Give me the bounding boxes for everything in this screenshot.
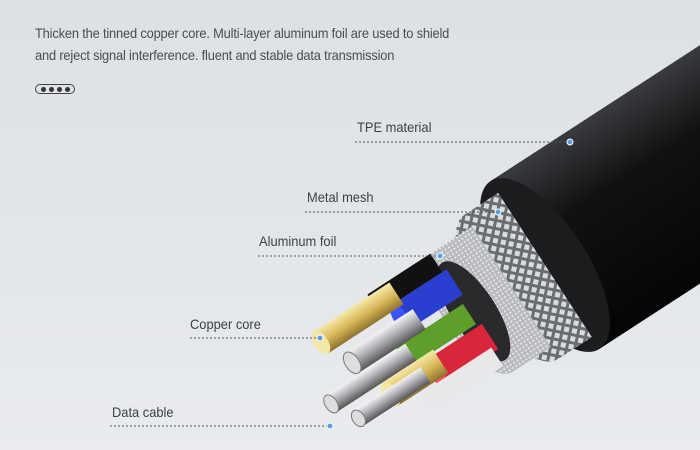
green-wire [395, 303, 477, 368]
silver-core [350, 367, 431, 428]
label-tpe-material: TPE material [357, 119, 432, 135]
label-aluminum-foil: Aluminum foil [259, 233, 337, 249]
label-data-cable: Data cable [112, 404, 174, 420]
data-marker-dot [326, 422, 334, 430]
silver-core [342, 309, 426, 375]
label-metal-mesh: Metal mesh [307, 189, 374, 205]
description-text: Thicken the tinned copper core. Multi-la… [35, 25, 450, 63]
copper-marker-dot [316, 334, 324, 342]
foil-marker-dot [436, 252, 444, 260]
white-wire [420, 347, 504, 413]
pager-dot[interactable] [48, 86, 54, 92]
pager-dot[interactable] [40, 86, 46, 92]
label-copper-core: Copper core [190, 316, 261, 332]
carousel-pager[interactable] [35, 84, 75, 94]
pager-dot[interactable] [64, 86, 70, 92]
leader-lines [110, 141, 570, 427]
tpe-marker-dot [566, 138, 574, 146]
silver-core [323, 343, 417, 414]
mesh-marker-dot [494, 208, 502, 216]
pager-dot[interactable] [56, 86, 62, 92]
copper-core [311, 282, 404, 355]
